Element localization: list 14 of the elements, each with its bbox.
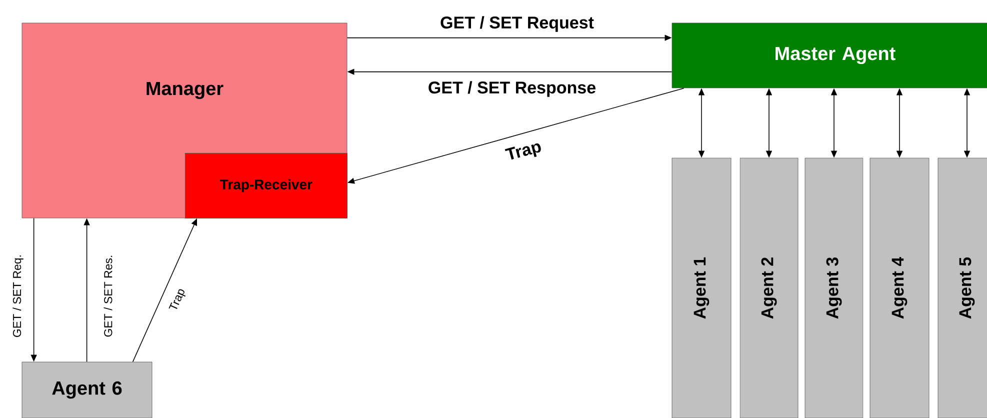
edge-label: GET / SET Request	[439, 15, 595, 33]
agent-box: Agent 6	[22, 362, 152, 418]
edge-label: GET / SET Req.	[12, 253, 24, 339]
agent-box: Agent 3	[804, 158, 864, 418]
master-agent-box: Master Agent	[672, 22, 987, 88]
edge-label: Trap	[167, 286, 189, 314]
edge-label: Trap	[503, 138, 545, 166]
agent-box: Agent 5	[938, 158, 987, 418]
edge-label: GET / SET Response	[426, 80, 598, 98]
agent-box: Agent 1	[672, 158, 732, 418]
agent-box: Agent 2	[740, 158, 798, 418]
edge-label: GET / SET Res.	[102, 254, 114, 338]
trap-receiver-box: Trap-Receiver	[185, 153, 348, 218]
agent-box: Agent 4	[870, 158, 930, 418]
